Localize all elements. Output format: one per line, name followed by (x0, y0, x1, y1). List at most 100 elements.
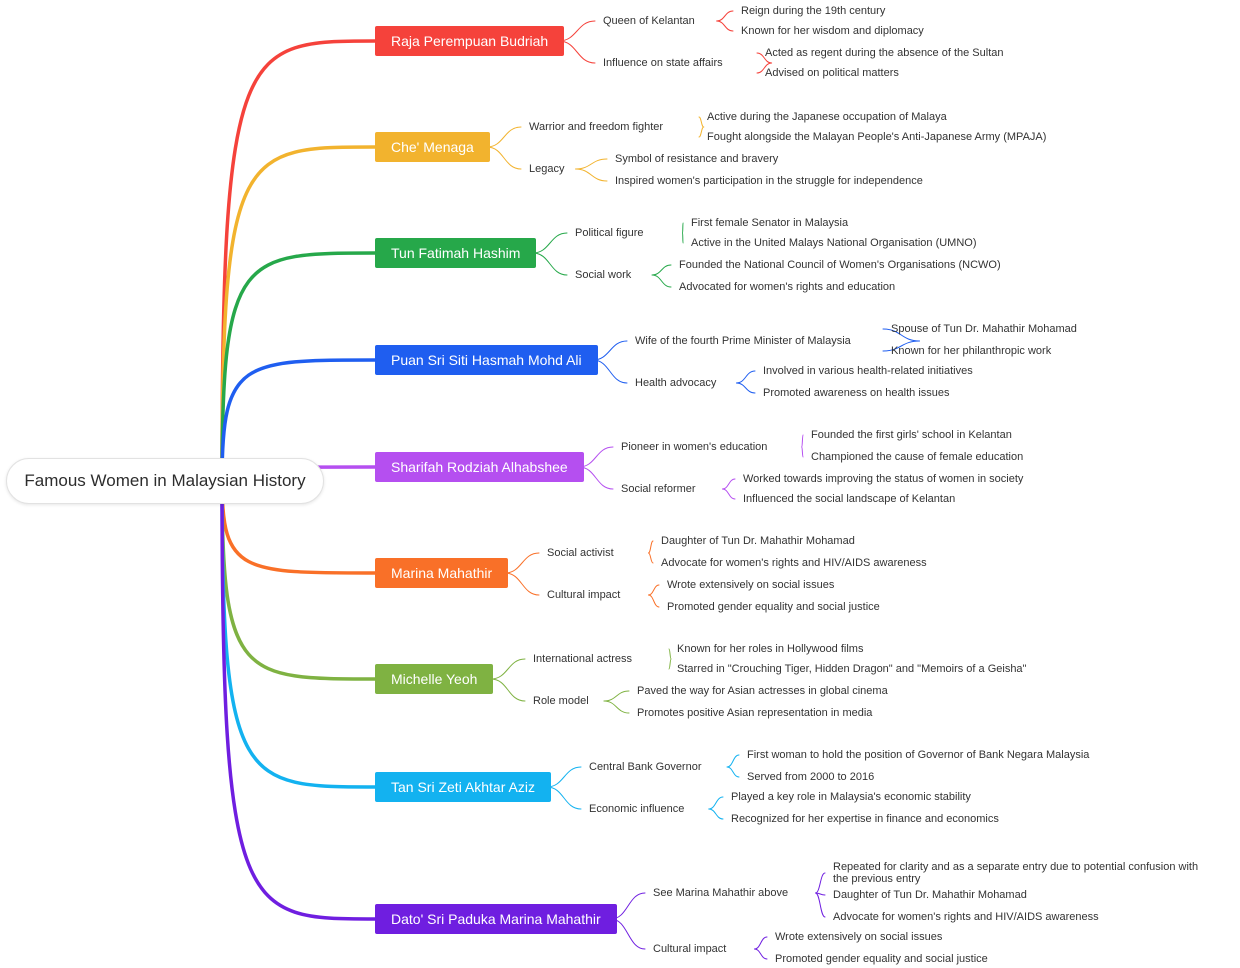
leaf-topic[interactable]: Wrote extensively on social issues (667, 579, 835, 591)
leaf-topic[interactable]: Repeated for clarity and as a separate e… (833, 861, 1199, 885)
leaf-connector (603, 700, 630, 714)
leaf-connector (651, 274, 672, 288)
leaf-topic[interactable]: Founded the first girls' school in Kelan… (811, 429, 1012, 441)
leaf-topic[interactable]: Active in the United Malays National Org… (691, 237, 977, 249)
sub-connector (486, 126, 522, 148)
leaf-connector (651, 264, 672, 276)
leaf-connector (801, 434, 804, 448)
leaf-connector (815, 872, 826, 894)
leaf-connector (756, 52, 773, 64)
leaf-topic[interactable]: Acted as regent during the absence of th… (765, 47, 1004, 59)
leaf-topic[interactable]: Paved the way for Asian actresses in glo… (637, 685, 888, 697)
trunk-connector (220, 479, 377, 921)
leaf-topic[interactable]: Wrote extensively on social issues (775, 931, 943, 943)
leaf-connector (756, 62, 773, 74)
leaf-topic[interactable]: Reign during the 19th century (741, 5, 886, 17)
leaf-topic[interactable]: Advised on political matters (765, 67, 899, 79)
sub-topic[interactable]: Economic influence (589, 803, 685, 815)
branch-node[interactable]: Tun Fatimah Hashim (375, 238, 537, 268)
leaf-connector (754, 948, 768, 960)
leaf-topic[interactable]: Advocated for women's rights and educati… (679, 281, 896, 293)
sub-connector (546, 786, 582, 810)
leaf-topic[interactable]: Worked towards improving the status of w… (743, 473, 1024, 485)
leaf-topic[interactable]: First woman to hold the position of Gove… (747, 749, 1090, 761)
leaf-connector (603, 690, 630, 702)
branch-node[interactable]: Dato' Sri Paduka Marina Mahathir (375, 904, 617, 934)
leaf-topic[interactable]: Promotes positive Asian representation i… (637, 707, 873, 719)
leaf-topic[interactable]: Fought alongside the Malayan People's An… (707, 131, 1047, 143)
sub-topic[interactable]: International actress (533, 653, 633, 665)
leaf-topic[interactable]: Symbol of resistance and bravery (615, 153, 779, 165)
sub-topic[interactable]: Health advocacy (635, 377, 717, 389)
leaf-topic[interactable]: Played a key role in Malaysia's economic… (731, 791, 971, 803)
sub-connector (592, 359, 628, 384)
leaf-topic[interactable]: Promoted gender equality and social just… (775, 953, 988, 965)
branch-node[interactable]: Sharifah Rodziah Alhabshee (375, 452, 584, 482)
sub-topic[interactable]: Influence on state affairs (603, 57, 723, 69)
leaf-topic[interactable]: Recognized for her expertise in finance … (731, 813, 999, 825)
sub-topic[interactable]: Role model (533, 695, 589, 707)
leaf-connector (815, 892, 826, 918)
trunk-connector (220, 251, 377, 483)
leaf-connector (708, 808, 724, 820)
branch-node[interactable]: Michelle Yeoh (375, 664, 494, 694)
leaf-connector (668, 648, 672, 660)
branch-node[interactable]: Puan Sri Siti Hasmah Mohd Ali (375, 345, 598, 375)
leaf-topic[interactable]: Promoted gender equality and social just… (667, 601, 880, 613)
sub-topic[interactable]: Social activist (547, 547, 614, 559)
leaf-connector (716, 20, 734, 32)
sub-connector (504, 552, 540, 574)
leaf-topic[interactable]: Promoted awareness on health issues (763, 387, 950, 399)
leaf-connector (882, 328, 920, 342)
sub-topic[interactable]: Social work (575, 269, 632, 281)
sub-topic[interactable]: See Marina Mahathir above (653, 887, 789, 899)
branch-node[interactable]: Raja Perempuan Budriah (375, 26, 565, 56)
leaf-topic[interactable]: Advocate for women's rights and HIV/AIDS… (661, 557, 927, 569)
sub-topic[interactable]: Warrior and freedom fighter (529, 121, 664, 133)
leaf-topic[interactable]: Involved in various health-related initi… (763, 365, 973, 377)
sub-connector (490, 678, 526, 702)
sub-connector (504, 572, 540, 596)
leaf-topic[interactable]: Influenced the social landscape of Kelan… (743, 493, 956, 505)
leaf-topic[interactable]: Daughter of Tun Dr. Mahathir Mohamad (833, 889, 1027, 901)
sub-topic[interactable]: Cultural impact (653, 943, 727, 955)
leaf-topic[interactable]: First female Senator in Malaysia (691, 217, 849, 229)
leaf-topic[interactable]: Advocate for women's rights and HIV/AIDS… (833, 911, 1099, 923)
leaf-connector (754, 936, 768, 950)
leaf-connector (648, 540, 654, 554)
root-node[interactable]: Famous Women in Malaysian History (6, 458, 324, 504)
leaf-topic[interactable]: Inspired women's participation in the st… (615, 175, 923, 187)
leaf-topic[interactable]: Starred in "Crouching Tiger, Hidden Drag… (677, 663, 1027, 675)
leaf-connector (801, 446, 804, 458)
leaf-topic[interactable]: Served from 2000 to 2016 (747, 771, 875, 783)
leaf-topic[interactable]: Known for her wisdom and diplomacy (741, 25, 924, 37)
sub-topic[interactable]: Central Bank Governor (589, 761, 702, 773)
leaf-topic[interactable]: Known for her philanthropic work (891, 345, 1052, 357)
leaf-connector (722, 488, 736, 500)
leaf-topic[interactable]: Founded the National Council of Women's … (679, 259, 1001, 271)
leaf-topic[interactable]: Active during the Japanese occupation of… (707, 111, 947, 123)
sub-topic[interactable]: Pioneer in women's education (621, 441, 768, 453)
sub-topic[interactable]: Political figure (575, 227, 644, 239)
sub-topic[interactable]: Cultural impact (547, 589, 621, 601)
leaf-topic[interactable]: Championed the cause of female education (811, 451, 1024, 463)
branch-node[interactable]: Marina Mahathir (375, 558, 509, 588)
leaf-topic[interactable]: Spouse of Tun Dr. Mahathir Mohamad (891, 323, 1077, 335)
sub-topic[interactable]: Legacy (529, 163, 565, 175)
leaf-connector (575, 158, 608, 170)
sub-topic[interactable]: Social reformer (621, 483, 696, 495)
branch-node[interactable]: Che' Menaga (375, 132, 490, 162)
leaf-topic[interactable]: Known for her roles in Hollywood films (677, 643, 864, 655)
sub-topic[interactable]: Wife of the fourth Prime Minister of Mal… (635, 335, 851, 347)
leaf-connector (668, 658, 672, 670)
sub-connector (532, 232, 568, 254)
sub-connector (578, 446, 614, 468)
sub-topic[interactable]: Queen of Kelantan (603, 15, 695, 27)
leaf-topic[interactable]: Daughter of Tun Dr. Mahathir Mohamad (661, 535, 855, 547)
trunk-connector (220, 479, 377, 789)
leaf-connector (648, 584, 660, 596)
branch-node[interactable]: Tan Sri Zeti Akhtar Aziz (375, 772, 551, 802)
trunk-connector (220, 39, 377, 483)
sub-connector (558, 20, 596, 42)
